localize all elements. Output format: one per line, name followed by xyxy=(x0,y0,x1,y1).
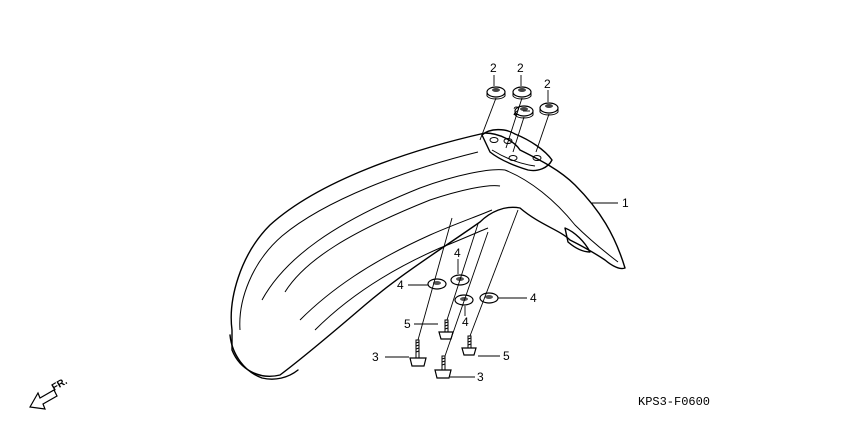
callout-rubber-b: 2 xyxy=(517,61,524,75)
callout-bolt-small-left: 5 xyxy=(404,317,411,331)
callout-rubber-d: 2 xyxy=(513,104,520,118)
callout-fender: 1 xyxy=(622,196,629,210)
small-bolt-right[interactable] xyxy=(461,335,477,356)
direction-label: FR. xyxy=(50,376,70,394)
rubber-grommet-b[interactable] xyxy=(512,86,532,100)
flange-bolt-left[interactable] xyxy=(409,339,427,367)
callout-washer-right: 4 xyxy=(530,291,537,305)
washer-left[interactable] xyxy=(427,278,447,290)
washer-upper[interactable] xyxy=(450,274,470,286)
front-fender[interactable] xyxy=(229,128,626,380)
callout-rubber-a: 2 xyxy=(490,61,497,75)
flange-bolt-bottom[interactable] xyxy=(434,355,452,379)
callout-bolt-left: 3 xyxy=(372,350,379,364)
callout-washer-mid: 4 xyxy=(462,315,469,329)
callout-bolt-bottom: 3 xyxy=(477,370,484,384)
diagram-code: KPS3-F0600 xyxy=(638,395,710,409)
callout-leaders xyxy=(385,75,618,378)
callout-washer-upper: 4 xyxy=(454,246,461,260)
rubber-grommet-c[interactable] xyxy=(539,102,559,116)
callout-bolt-small-right: 5 xyxy=(503,349,510,363)
assembly-guide-lines xyxy=(417,97,550,357)
callout-rubber-c: 2 xyxy=(544,77,551,91)
callout-washer-left: 4 xyxy=(397,278,404,292)
small-bolt-left[interactable] xyxy=(438,319,454,340)
rubber-grommet-a[interactable] xyxy=(486,86,506,100)
front-direction-arrow-icon: FR. xyxy=(29,376,70,410)
